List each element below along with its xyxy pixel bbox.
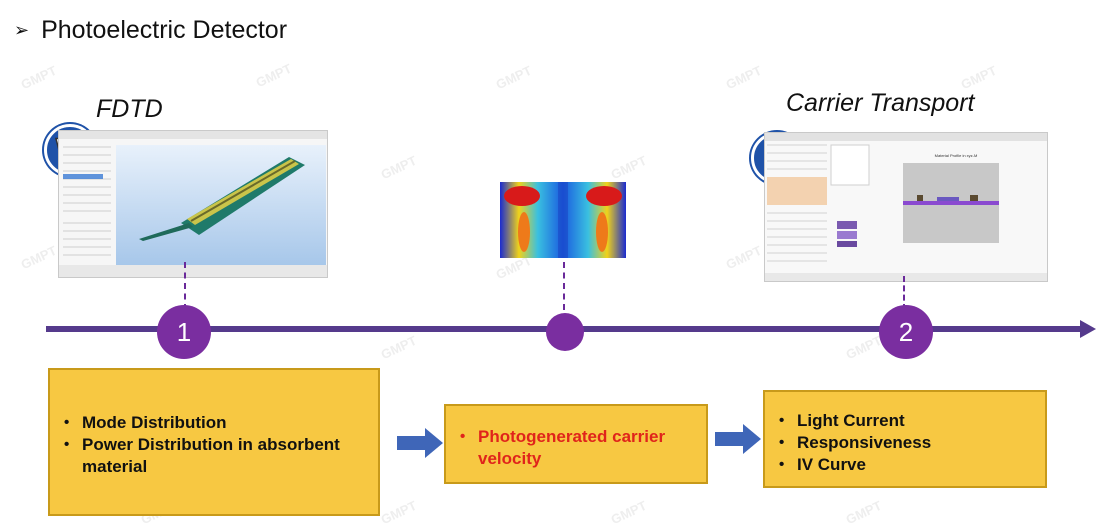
- list-item: IV Curve: [775, 454, 1035, 476]
- list-item: Light Current: [775, 410, 1035, 432]
- watermark: GMPT: [378, 332, 419, 363]
- timeline-arrow-head: [1080, 320, 1096, 338]
- watermark: GMPT: [843, 332, 884, 363]
- mode-power-box: Mode Distribution Power Distribution in …: [48, 368, 380, 516]
- connector-line-mid: [563, 262, 565, 310]
- watermark: GMPT: [493, 62, 534, 93]
- watermark: GMPT: [18, 242, 59, 273]
- watermark: GMPT: [843, 497, 884, 527]
- timeline-node-2: 2: [879, 305, 933, 359]
- output-box: Light Current Responsiveness IV Curve: [763, 390, 1047, 488]
- watermark: GMPT: [378, 152, 419, 183]
- timeline-node-1: 1: [157, 305, 211, 359]
- page-title-text: Photoelectric Detector: [41, 16, 288, 44]
- watermark: GMPT: [958, 62, 999, 93]
- fdtd-screenshot: [58, 130, 328, 278]
- watermark: GMPT: [723, 62, 764, 93]
- watermark: GMPT: [18, 62, 59, 93]
- carrier-software-view: Material Profile in xyz-M: [765, 133, 1047, 281]
- flow-arrow-2: [715, 424, 761, 454]
- watermark: GMPT: [253, 60, 294, 91]
- fdtd-software-view: [59, 131, 327, 277]
- carrier-transport-title: Carrier Transport: [786, 89, 975, 117]
- mode-power-list: Mode Distribution Power Distribution in …: [60, 412, 368, 478]
- field-distribution-plot: [500, 182, 626, 258]
- plot-title: Material Profile in xyz-M: [935, 153, 978, 158]
- carrier-velocity-list: Photogenerated carrier velocity: [456, 426, 696, 470]
- list-item: Photogenerated carrier velocity: [456, 426, 696, 470]
- watermark: GMPT: [608, 152, 649, 183]
- fdtd-title: FDTD: [96, 95, 163, 123]
- list-item: Mode Distribution: [60, 412, 368, 434]
- watermark: GMPT: [608, 497, 649, 527]
- flow-arrow-1: [397, 428, 443, 458]
- connector-line-1: [184, 262, 186, 310]
- list-item: Power Distribution in absorbent material: [60, 434, 368, 478]
- carrier-velocity-box: Photogenerated carrier velocity: [444, 404, 708, 484]
- watermark: GMPT: [378, 497, 419, 527]
- carrier-screenshot: Material Profile in xyz-M: [764, 132, 1048, 282]
- output-list: Light Current Responsiveness IV Curve: [775, 410, 1035, 476]
- field-heatmap: [500, 182, 626, 258]
- timeline-node-mid: [546, 313, 584, 351]
- connector-line-2: [903, 276, 905, 310]
- list-item: Responsiveness: [775, 432, 1035, 454]
- page-title: ➢ Photoelectric Detector: [14, 16, 287, 45]
- watermark: GMPT: [723, 242, 764, 273]
- arrow-bullet-icon: ➢: [14, 20, 30, 40]
